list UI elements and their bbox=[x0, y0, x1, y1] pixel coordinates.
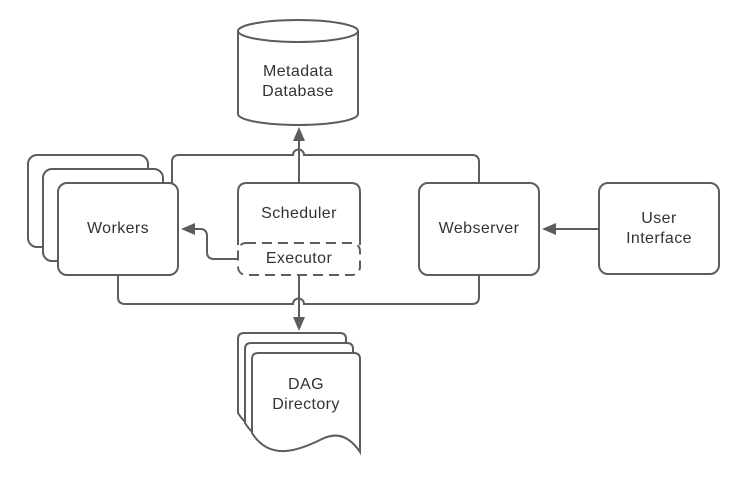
arrowhead-left-icon bbox=[181, 223, 195, 235]
top-bus-connector bbox=[171, 148, 480, 183]
edge-executor-to-workers bbox=[181, 223, 238, 260]
node-metadata-database bbox=[237, 19, 359, 126]
cylinder-body bbox=[237, 31, 359, 126]
edge-user-interface-to-webserver bbox=[542, 223, 599, 235]
arrowhead-down-icon bbox=[293, 317, 305, 331]
edge-scheduler-to-database bbox=[293, 127, 305, 183]
node-webserver bbox=[418, 182, 540, 276]
edge-executor-to-dag-directory bbox=[293, 275, 305, 331]
arrowhead-up-icon bbox=[293, 127, 305, 141]
scheduler-box bbox=[237, 182, 361, 245]
node-workers bbox=[27, 154, 179, 276]
node-user-interface bbox=[598, 182, 720, 275]
node-dag-directory bbox=[237, 332, 361, 456]
executor-box bbox=[237, 242, 361, 276]
arrowhead-left-icon bbox=[542, 223, 556, 235]
document-front bbox=[251, 352, 361, 456]
workers-stack-front bbox=[57, 182, 179, 276]
cylinder-top bbox=[237, 19, 359, 43]
node-scheduler bbox=[237, 182, 361, 276]
